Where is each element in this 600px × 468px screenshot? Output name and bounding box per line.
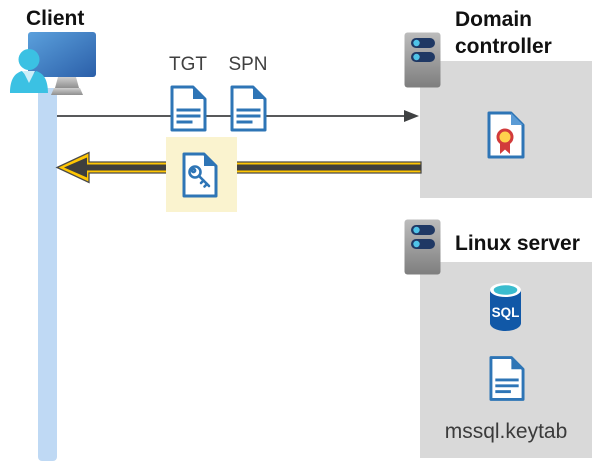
client-timeline-bar (38, 88, 57, 461)
person-collar (23, 71, 35, 83)
spn-label: SPN (228, 54, 268, 75)
monitor-stand (55, 77, 79, 88)
client-label: Client (26, 7, 85, 30)
linux-server-icon (404, 219, 441, 275)
sql-database-icon: SQL (490, 283, 521, 331)
monitor-screen (28, 32, 96, 77)
tgt-label: TGT (169, 54, 207, 75)
ticket-response-arrow (55, 151, 422, 184)
linux-server-label: Linux server (455, 232, 580, 255)
keytab-document-icon (489, 356, 525, 401)
spn-document-icon (230, 85, 267, 132)
person-head (18, 49, 40, 70)
keytab-filename-label: mssql.keytab (444, 420, 568, 443)
service-ticket-key-icon (182, 152, 218, 198)
monitor-base (51, 88, 83, 95)
certificate-icon (487, 111, 525, 159)
sql-badge-text: SQL (492, 305, 520, 320)
domain-controller-server-icon (404, 32, 441, 88)
domain-controller-label: Domain controller (455, 8, 552, 58)
client-icon (10, 32, 96, 95)
tgt-document-icon (170, 85, 207, 132)
